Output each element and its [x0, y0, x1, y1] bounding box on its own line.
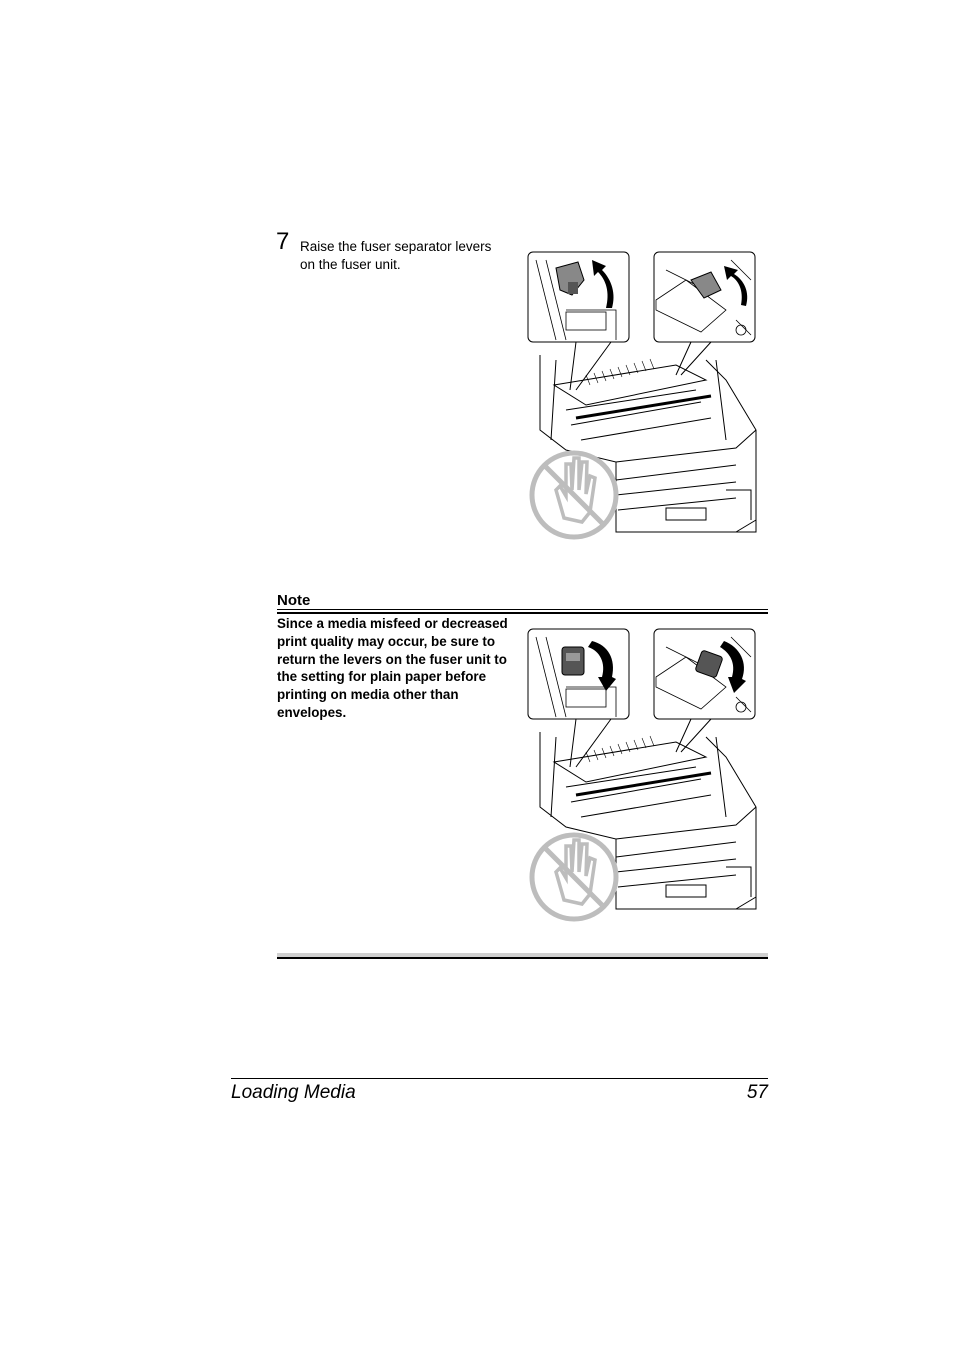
arrow-down-curved-icon: [588, 641, 616, 691]
no-touch-hand-icon: [529, 832, 619, 922]
note-text: Since a media misfeed or decreased print…: [277, 616, 508, 720]
note-divider: [277, 609, 768, 610]
arrow-down-curved-icon: [720, 641, 746, 693]
footer-page-number: 57: [746, 1082, 768, 1103]
arrow-up-curved-icon: [724, 266, 748, 306]
step-number: 7: [276, 228, 290, 255]
arrow-up-curved-icon: [592, 260, 614, 308]
figure-lower-levers: [526, 627, 762, 922]
footer-divider: [231, 1078, 768, 1079]
section-end-rule: [277, 953, 768, 957]
section-end-rule: [277, 957, 768, 959]
no-touch-hand-icon: [529, 450, 619, 540]
figure-raise-levers: [526, 250, 762, 545]
note-divider: [277, 612, 768, 614]
step-instruction: Raise the fuser separator levers on the …: [300, 239, 492, 272]
note-title: Note: [277, 592, 311, 609]
footer-section-title: Loading Media: [231, 1082, 356, 1103]
